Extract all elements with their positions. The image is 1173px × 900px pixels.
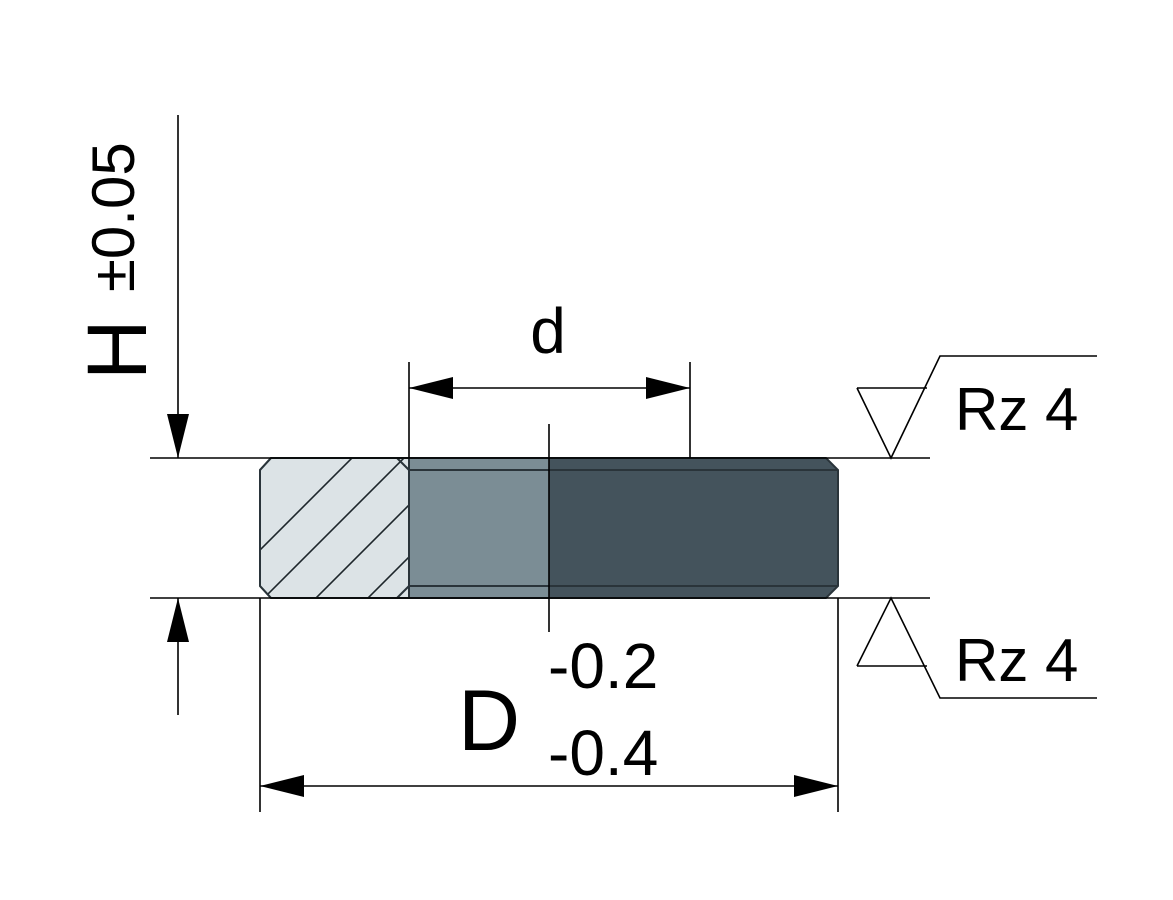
surface-finish-bottom: Rz 4 [856, 596, 1097, 699]
outer-diameter-symbol: D [458, 673, 520, 769]
outer-diameter-upper-deviation: -0.2 [548, 630, 658, 702]
section-hatching [260, 458, 409, 598]
surface-finish-top-symbol [856, 355, 1097, 460]
outer-diameter-dimension: D -0.2 -0.4 [259, 598, 839, 812]
surface-finish-bottom-symbol [856, 596, 1097, 699]
chamfer-lines [396, 457, 838, 599]
ring-part [259, 457, 839, 599]
surface-finish-top: Rz 4 [856, 355, 1097, 460]
bore-surface [409, 458, 549, 598]
inner-diameter-dimension: d [408, 295, 691, 458]
surface-finish-bottom-label: Rz 4 [955, 627, 1078, 694]
inner-diameter-symbol: d [530, 295, 566, 367]
outer-surface [549, 458, 838, 598]
surface-finish-top-label: Rz 4 [955, 376, 1078, 443]
outer-diameter-lower-deviation: -0.4 [548, 717, 658, 789]
height-dimension: H ±0.05 [70, 115, 930, 715]
height-symbol: H [70, 319, 164, 380]
height-tolerance: ±0.05 [80, 142, 147, 292]
